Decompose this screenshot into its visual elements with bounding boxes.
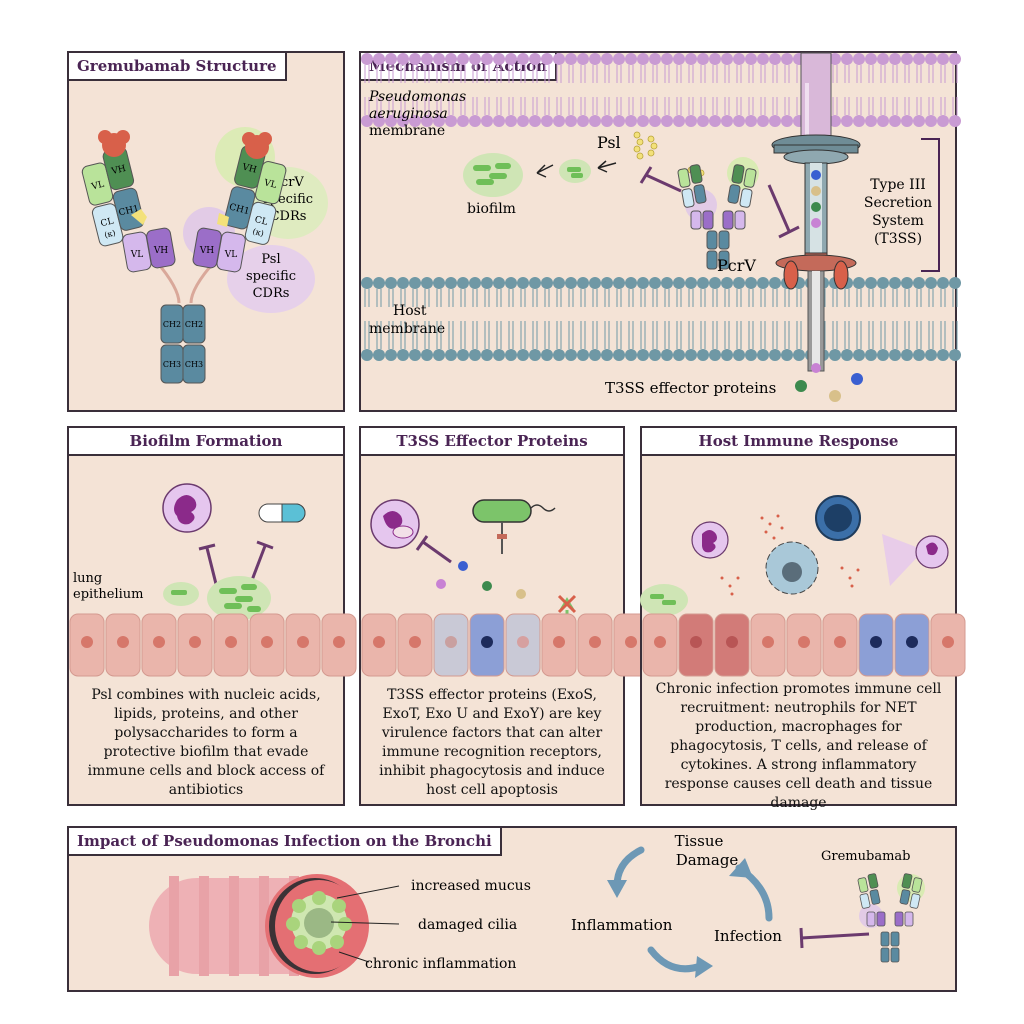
effector-green <box>795 380 807 392</box>
mucus-pointer <box>336 885 400 899</box>
biofilm-label: biofilm <box>467 201 516 217</box>
host-membrane <box>361 277 961 361</box>
impact-title: Impact of Pseudomonas Infection on the B… <box>67 826 502 856</box>
immune-panel: Host Immune Response Chronic infection p… <box>640 426 966 811</box>
net-neutrophil-icon <box>882 534 949 586</box>
t3ss-bracket <box>921 138 940 272</box>
t3ss-label-3: System <box>872 213 924 229</box>
mucus-label: increased mucus <box>411 878 531 894</box>
psl-bubble <box>227 245 315 313</box>
svg-text:VH: VH <box>110 164 127 177</box>
cytokines-icon <box>720 566 860 596</box>
svg-text:VL: VL <box>130 250 143 260</box>
biofilm-title: Biofilm Formation <box>67 426 345 456</box>
inhibitor-psl <box>639 166 682 193</box>
effectors-panel: T3SS Effector Proteins T3SS effector pro… <box>359 426 649 806</box>
effector-blue <box>851 373 863 385</box>
infection-label: Infection <box>714 927 782 945</box>
cycle-arrowheads <box>607 858 753 978</box>
host-label-2: membrane <box>369 321 445 337</box>
mechanism-panel: Mechanism of Action Pseudomonas aerugino… <box>359 51 961 412</box>
effector-green <box>482 581 492 591</box>
bacterial-membrane-label: membrane <box>369 123 445 139</box>
bronchi-diagram: increased mucus damaged cilia chronic in… <box>149 832 925 978</box>
effectors-text: T3SS effector proteins (ExoS,ExoT, Exo U… <box>379 687 605 798</box>
lung-label-2: epithelium <box>73 587 143 602</box>
effectors-label: T3SS effector proteins <box>605 379 776 397</box>
biofilm-text: Psl combines with nucleic acids,lipids, … <box>87 687 325 798</box>
effector-pink <box>436 579 446 589</box>
svg-text:CH3: CH3 <box>163 360 181 369</box>
epithelium-row <box>69 613 357 677</box>
psl-label: Psl <box>597 133 621 152</box>
cytokines-icon <box>760 514 784 540</box>
svg-text:CH2: CH2 <box>185 320 203 329</box>
pseudomonas-label-1: Pseudomonas <box>368 89 466 105</box>
psl-bubble-line1: Psl <box>261 252 280 267</box>
svg-text:CL: CL <box>100 216 115 229</box>
tissue-damage-label-2: Damage <box>676 851 739 869</box>
immune-illustration <box>640 495 966 677</box>
epithelium-row <box>642 613 966 677</box>
structure-panel: Gremubamab Structure PcrV specific CDRs … <box>67 51 345 412</box>
svg-text:VL: VL <box>224 250 237 260</box>
effector-beige <box>829 390 841 402</box>
svg-text:VH: VH <box>240 162 257 175</box>
mechanism-diagram: Pseudomonas aeruginosa membrane Psl biof… <box>361 52 961 402</box>
cilia-pointer <box>330 921 400 925</box>
svg-text:CH1: CH1 <box>228 202 250 217</box>
biofilm-illustration: lung epithelium <box>69 483 357 677</box>
pcrv-bubble-line3: CDRs <box>270 209 307 224</box>
impact-panel: Impact of Pseudomonas Infection on the B… <box>67 826 957 992</box>
pseudomonas-label-2: aeruginosa <box>369 106 448 122</box>
effector-beige <box>516 589 526 599</box>
host-label-1: Host <box>393 303 427 319</box>
structure-title: Gremubamab Structure <box>67 51 287 81</box>
pcrv-label: PcrV <box>717 256 756 275</box>
svg-text:(κ): (κ) <box>103 228 116 239</box>
svg-text:VH: VH <box>199 246 214 256</box>
tissue-damage-label-1: Tissue <box>675 832 724 850</box>
svg-text:VL: VL <box>262 178 278 191</box>
biofilm-panel: Biofilm Formation lung epithelium Psl co… <box>67 426 357 806</box>
svg-text:CL: CL <box>254 215 269 228</box>
inhibitor-infection <box>799 927 870 949</box>
inhibitor-phagocytosis <box>415 535 452 564</box>
cilia-label: damaged cilia <box>418 917 517 933</box>
inhibitor-neutrophil <box>198 543 219 589</box>
bacterium-icon <box>472 499 556 554</box>
lung-label-1: lung <box>73 571 102 586</box>
antibody-structure-diagram: PcrV specific CDRs Psl specific CDRs VL … <box>81 127 328 384</box>
inhibitor-pcrv <box>767 184 800 239</box>
psl-bubble-line2: specific <box>246 269 296 284</box>
t3ss-label-1: Type III <box>870 177 926 193</box>
psl-bubble-line3: CDRs <box>253 286 290 301</box>
svg-text:CH3: CH3 <box>185 360 203 369</box>
svg-text:(κ): (κ) <box>252 227 265 238</box>
chronic-label: chronic inflammation <box>365 956 516 972</box>
effectors-illustration <box>361 499 649 677</box>
t3ss-label-2: Secretion <box>864 195 932 211</box>
effectors-title: T3SS Effector Proteins <box>359 426 625 456</box>
svg-text:CH2: CH2 <box>163 320 181 329</box>
macrophage-icon <box>765 541 819 595</box>
effector-blue <box>458 561 468 571</box>
svg-text:VH: VH <box>153 246 168 256</box>
t3ss-label-4: (T3SS) <box>874 231 922 247</box>
chronic-pointer <box>338 951 370 963</box>
svg-text:VL: VL <box>90 180 106 193</box>
arrow-to-biofilm <box>536 164 554 178</box>
bronchus-tube <box>149 874 369 978</box>
epithelium-row <box>361 613 649 677</box>
arrow-psl-to-cluster <box>597 160 617 173</box>
pill-icon <box>258 503 306 523</box>
inflammation-label: Inflammation <box>571 916 673 934</box>
immune-title: Host Immune Response <box>640 426 957 456</box>
t3ss-needle <box>771 52 861 373</box>
gremubamab-label: Gremubamab <box>821 849 910 864</box>
